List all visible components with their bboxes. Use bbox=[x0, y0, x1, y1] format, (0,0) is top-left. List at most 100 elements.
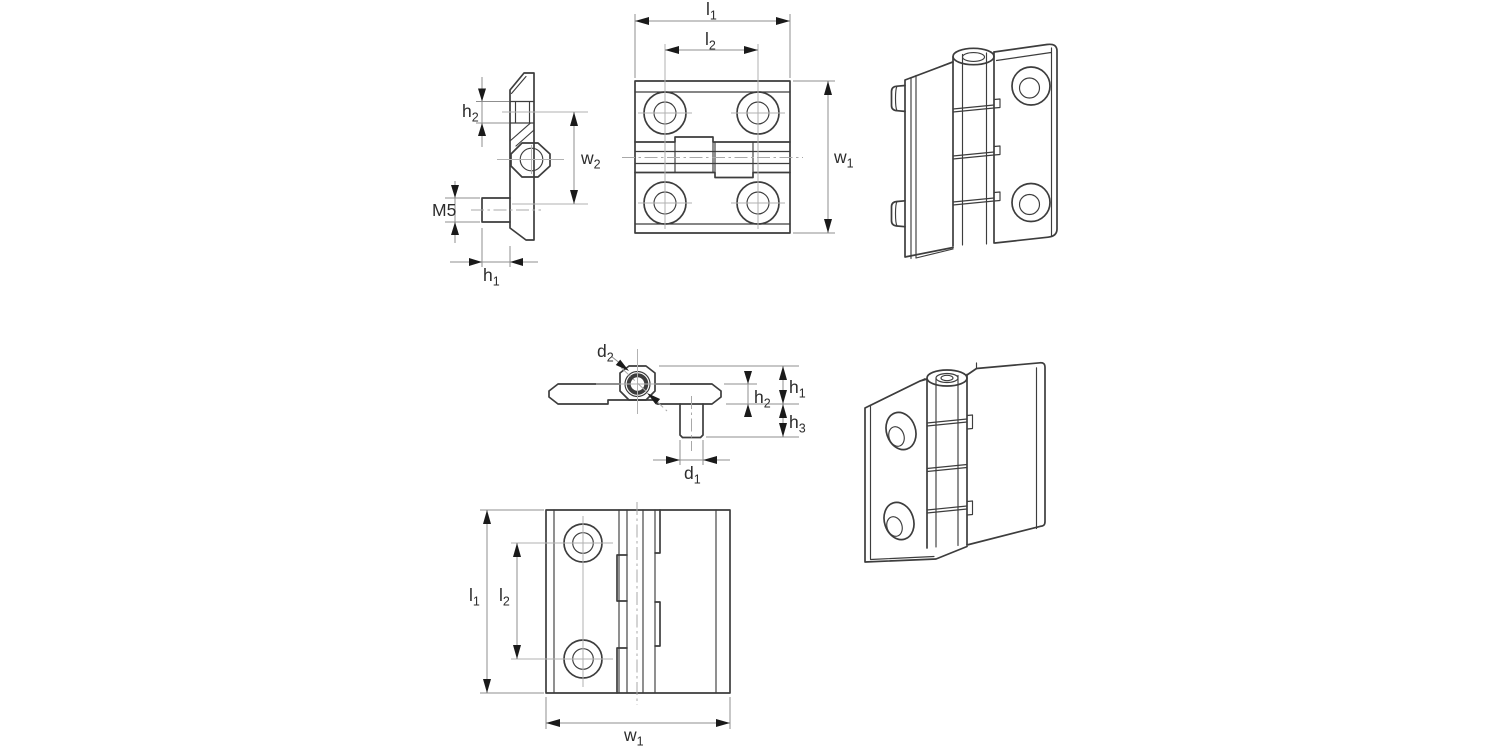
hinge1-front-view: l1 l2 w1 bbox=[622, 0, 854, 234]
hinge2-front-geometry bbox=[511, 502, 731, 705]
arrowhead bbox=[703, 456, 717, 464]
dimension-l2: l2 bbox=[499, 543, 521, 659]
barrel-top-ellipse bbox=[926, 369, 968, 387]
dim-label-d1: d1 bbox=[684, 463, 701, 487]
left-leaf-edge-lines bbox=[910, 60, 954, 260]
barrel-bottom-edge bbox=[634, 171, 791, 179]
barrel-contour-lines bbox=[961, 52, 988, 246]
dimension-m5: M5 bbox=[432, 181, 480, 243]
mount-hole-section-lines bbox=[509, 100, 535, 124]
arrowhead bbox=[744, 46, 758, 54]
dim-label-w2: w2 bbox=[580, 148, 601, 172]
dim-label-w1: w1 bbox=[623, 725, 644, 749]
hinge2-isometric-view bbox=[864, 361, 1046, 563]
dimension-extension-lines bbox=[659, 365, 799, 438]
arrowhead bbox=[779, 423, 787, 437]
dim-label-h2: h2 bbox=[754, 387, 771, 411]
dimension-h2: h2 bbox=[744, 371, 771, 417]
hinge2-top-geometry bbox=[548, 349, 722, 451]
barrel-top-ellipse bbox=[952, 47, 995, 66]
dim-label-l2: l2 bbox=[705, 29, 716, 53]
arrowhead bbox=[615, 359, 629, 371]
dimension-w1: w1 bbox=[545, 697, 731, 749]
left-leaf-edge-lines bbox=[869, 378, 935, 561]
hole-centerlines bbox=[511, 516, 613, 687]
arrowhead bbox=[510, 258, 523, 266]
hinge-body-outline bbox=[634, 80, 791, 234]
right-leaf-outline bbox=[993, 43, 1058, 244]
arrowhead bbox=[779, 390, 787, 404]
barrel-top-edge bbox=[634, 136, 791, 143]
barrel-edges bbox=[952, 51, 995, 247]
arrowhead bbox=[483, 510, 491, 524]
arrowhead bbox=[478, 123, 486, 136]
arrowhead bbox=[776, 17, 790, 25]
arrowhead bbox=[469, 258, 482, 266]
right-leaf-edge-lines bbox=[975, 362, 1038, 530]
arrowhead bbox=[744, 371, 752, 384]
left-leaf-outline bbox=[904, 61, 954, 258]
hinge1-isometric-view bbox=[890, 43, 1058, 260]
left-leaf-outline bbox=[864, 378, 968, 563]
arrowhead bbox=[824, 219, 832, 233]
dimension-h1: h1 bbox=[450, 228, 538, 289]
hinge1-front-geometry bbox=[622, 44, 803, 234]
chamfer-hatch-lines bbox=[509, 75, 535, 147]
arrowhead bbox=[483, 679, 491, 693]
dim-label-m5: M5 bbox=[432, 200, 456, 220]
dimension-l2: l2 bbox=[665, 29, 758, 54]
dim-label-l1: l1 bbox=[706, 0, 717, 23]
hole-crosshair bbox=[596, 349, 670, 414]
pin-bore-ellipse bbox=[935, 372, 959, 384]
arrowhead bbox=[513, 645, 521, 659]
counterbored-hole bbox=[885, 411, 917, 451]
arrowhead bbox=[779, 404, 787, 418]
dimension-l1: l1 bbox=[634, 0, 791, 78]
hinge-body-outline bbox=[545, 509, 731, 694]
dimension-d1: d1 bbox=[653, 440, 730, 487]
arrowhead bbox=[546, 719, 560, 727]
arrowhead bbox=[513, 543, 521, 557]
dimension-l1: l1 bbox=[469, 509, 544, 694]
hole-centerlines bbox=[638, 44, 785, 229]
counterbored-hole bbox=[1011, 66, 1051, 106]
dim-label-d2: d2 bbox=[597, 341, 614, 365]
dimension-d2: d2 bbox=[597, 341, 661, 405]
dim-label-l1: l1 bbox=[469, 585, 480, 609]
leaf-flange-lines bbox=[553, 509, 717, 694]
barrel-contour-lines bbox=[935, 374, 959, 548]
arrowhead bbox=[647, 393, 661, 405]
arrowhead bbox=[451, 222, 459, 235]
arrowhead bbox=[478, 88, 486, 102]
dimension-w1: w1 bbox=[793, 80, 854, 234]
arrowhead bbox=[744, 404, 752, 417]
dim-label-l2: l2 bbox=[499, 585, 510, 609]
arrowhead bbox=[779, 366, 787, 380]
arrowhead bbox=[665, 46, 679, 54]
stud-end-arcs bbox=[894, 85, 898, 227]
dimension-w2: w2 bbox=[570, 112, 601, 204]
barrel-edges bbox=[926, 373, 968, 549]
arrowhead bbox=[666, 456, 680, 464]
knuckle-division-lines bbox=[926, 418, 968, 514]
diagonal-centerline bbox=[620, 367, 668, 412]
arrowhead bbox=[716, 719, 730, 727]
dim-label-h3: h3 bbox=[789, 412, 806, 436]
dim-label-h1: h1 bbox=[483, 265, 500, 289]
counterbored-hole bbox=[883, 501, 915, 541]
pin-bore-ellipse bbox=[961, 52, 986, 62]
counterbored-hole bbox=[1011, 182, 1051, 223]
dimension-h2: h2 bbox=[462, 77, 509, 147]
right-leaf-outline bbox=[966, 361, 1046, 546]
arrowhead bbox=[635, 17, 649, 25]
dim-label-h1: h1 bbox=[789, 377, 806, 401]
knuckle-division-lines bbox=[952, 104, 995, 206]
knuckle-tabs bbox=[966, 414, 974, 516]
arrowhead bbox=[451, 185, 459, 198]
leaf-plate-outline bbox=[509, 72, 535, 241]
right-leaf-edge-lines bbox=[995, 47, 1053, 237]
hinge2-front-view: l1 l2 w1 bbox=[469, 502, 731, 749]
hinge2-top-view: d2 h2 h1 h3 d1 bbox=[548, 341, 806, 487]
